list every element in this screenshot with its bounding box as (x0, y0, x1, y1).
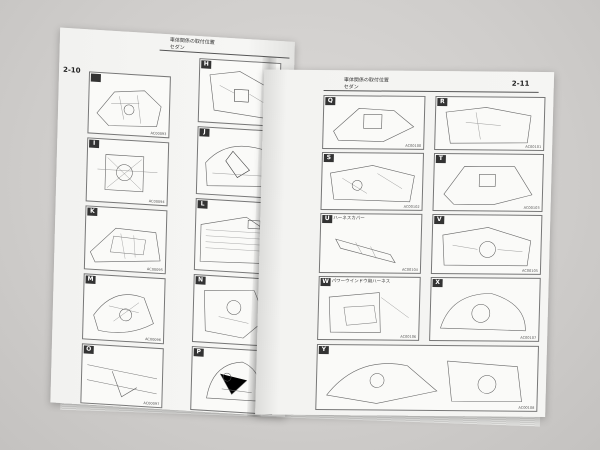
component-sketch (97, 154, 158, 193)
diagram-panel-y: Y AC00108 (315, 343, 539, 412)
diagram-panel-u: U ハーネスカバー AC00104 (318, 213, 423, 274)
right-header-rule (323, 90, 539, 93)
panel-code: AC00104 (401, 267, 418, 272)
diagram-panel-r: R AC00101 (434, 96, 546, 151)
panel-code: AC00107 (520, 335, 537, 340)
component-sketch (93, 294, 154, 333)
component-sketch (335, 238, 396, 264)
panel-code: AC00105 (521, 268, 539, 273)
component-sketch (445, 107, 532, 144)
diagram-panel-o: O AC00097 (80, 343, 164, 409)
diagram-panel-v: V AC00105 (430, 213, 543, 275)
diagram-panel-x: X AC00107 (429, 276, 541, 342)
panel-code: AC00106 (400, 334, 417, 339)
right-page: 車体関係の取付位置 セダン 2-11 Q AC00100 S AC00102 U… (255, 69, 555, 417)
component-sketch (442, 227, 532, 267)
component-sketch (440, 293, 526, 332)
panel-code: AC00101 (525, 144, 542, 149)
diagram-panel-s: S AC00102 (320, 152, 425, 211)
component-sketch (89, 227, 161, 263)
component-sketch (330, 165, 415, 203)
panel-code: AC00102 (403, 204, 420, 209)
diagram-panel-t: T AC00103 (432, 153, 545, 212)
left-page-number: 2-10 (62, 65, 81, 75)
diagram-panel-m: M AC00096 (82, 273, 166, 345)
diagram-panel-g: AC00093 (87, 71, 171, 139)
diagram-panel-q: Q AC00100 (322, 95, 426, 150)
panel-code: AC00103 (523, 205, 540, 210)
diagram-panel-k: K AC00095 (83, 205, 168, 275)
component-sketch (443, 165, 533, 205)
diagram-panel-n: N (191, 274, 276, 348)
component-sketch (328, 292, 409, 333)
open-service-manual: 2-10 車体関係の取付位置 セダン AC00093 I AC00094 K A… (50, 22, 555, 435)
panel-code: AC00108 (518, 405, 535, 410)
component-sketch (204, 290, 266, 339)
component-sketch (333, 108, 415, 142)
diagram-panel-i: I AC00094 (85, 137, 170, 207)
component-sketch (326, 360, 522, 404)
component-sketch (86, 364, 158, 398)
panel-code: AC00100 (405, 143, 422, 148)
right-page-number: 2-11 (511, 79, 530, 88)
diagram-panel-w: W パワーウインドウ用ハーネス AC00106 (317, 275, 421, 341)
engine-bay-sketch (96, 90, 162, 127)
